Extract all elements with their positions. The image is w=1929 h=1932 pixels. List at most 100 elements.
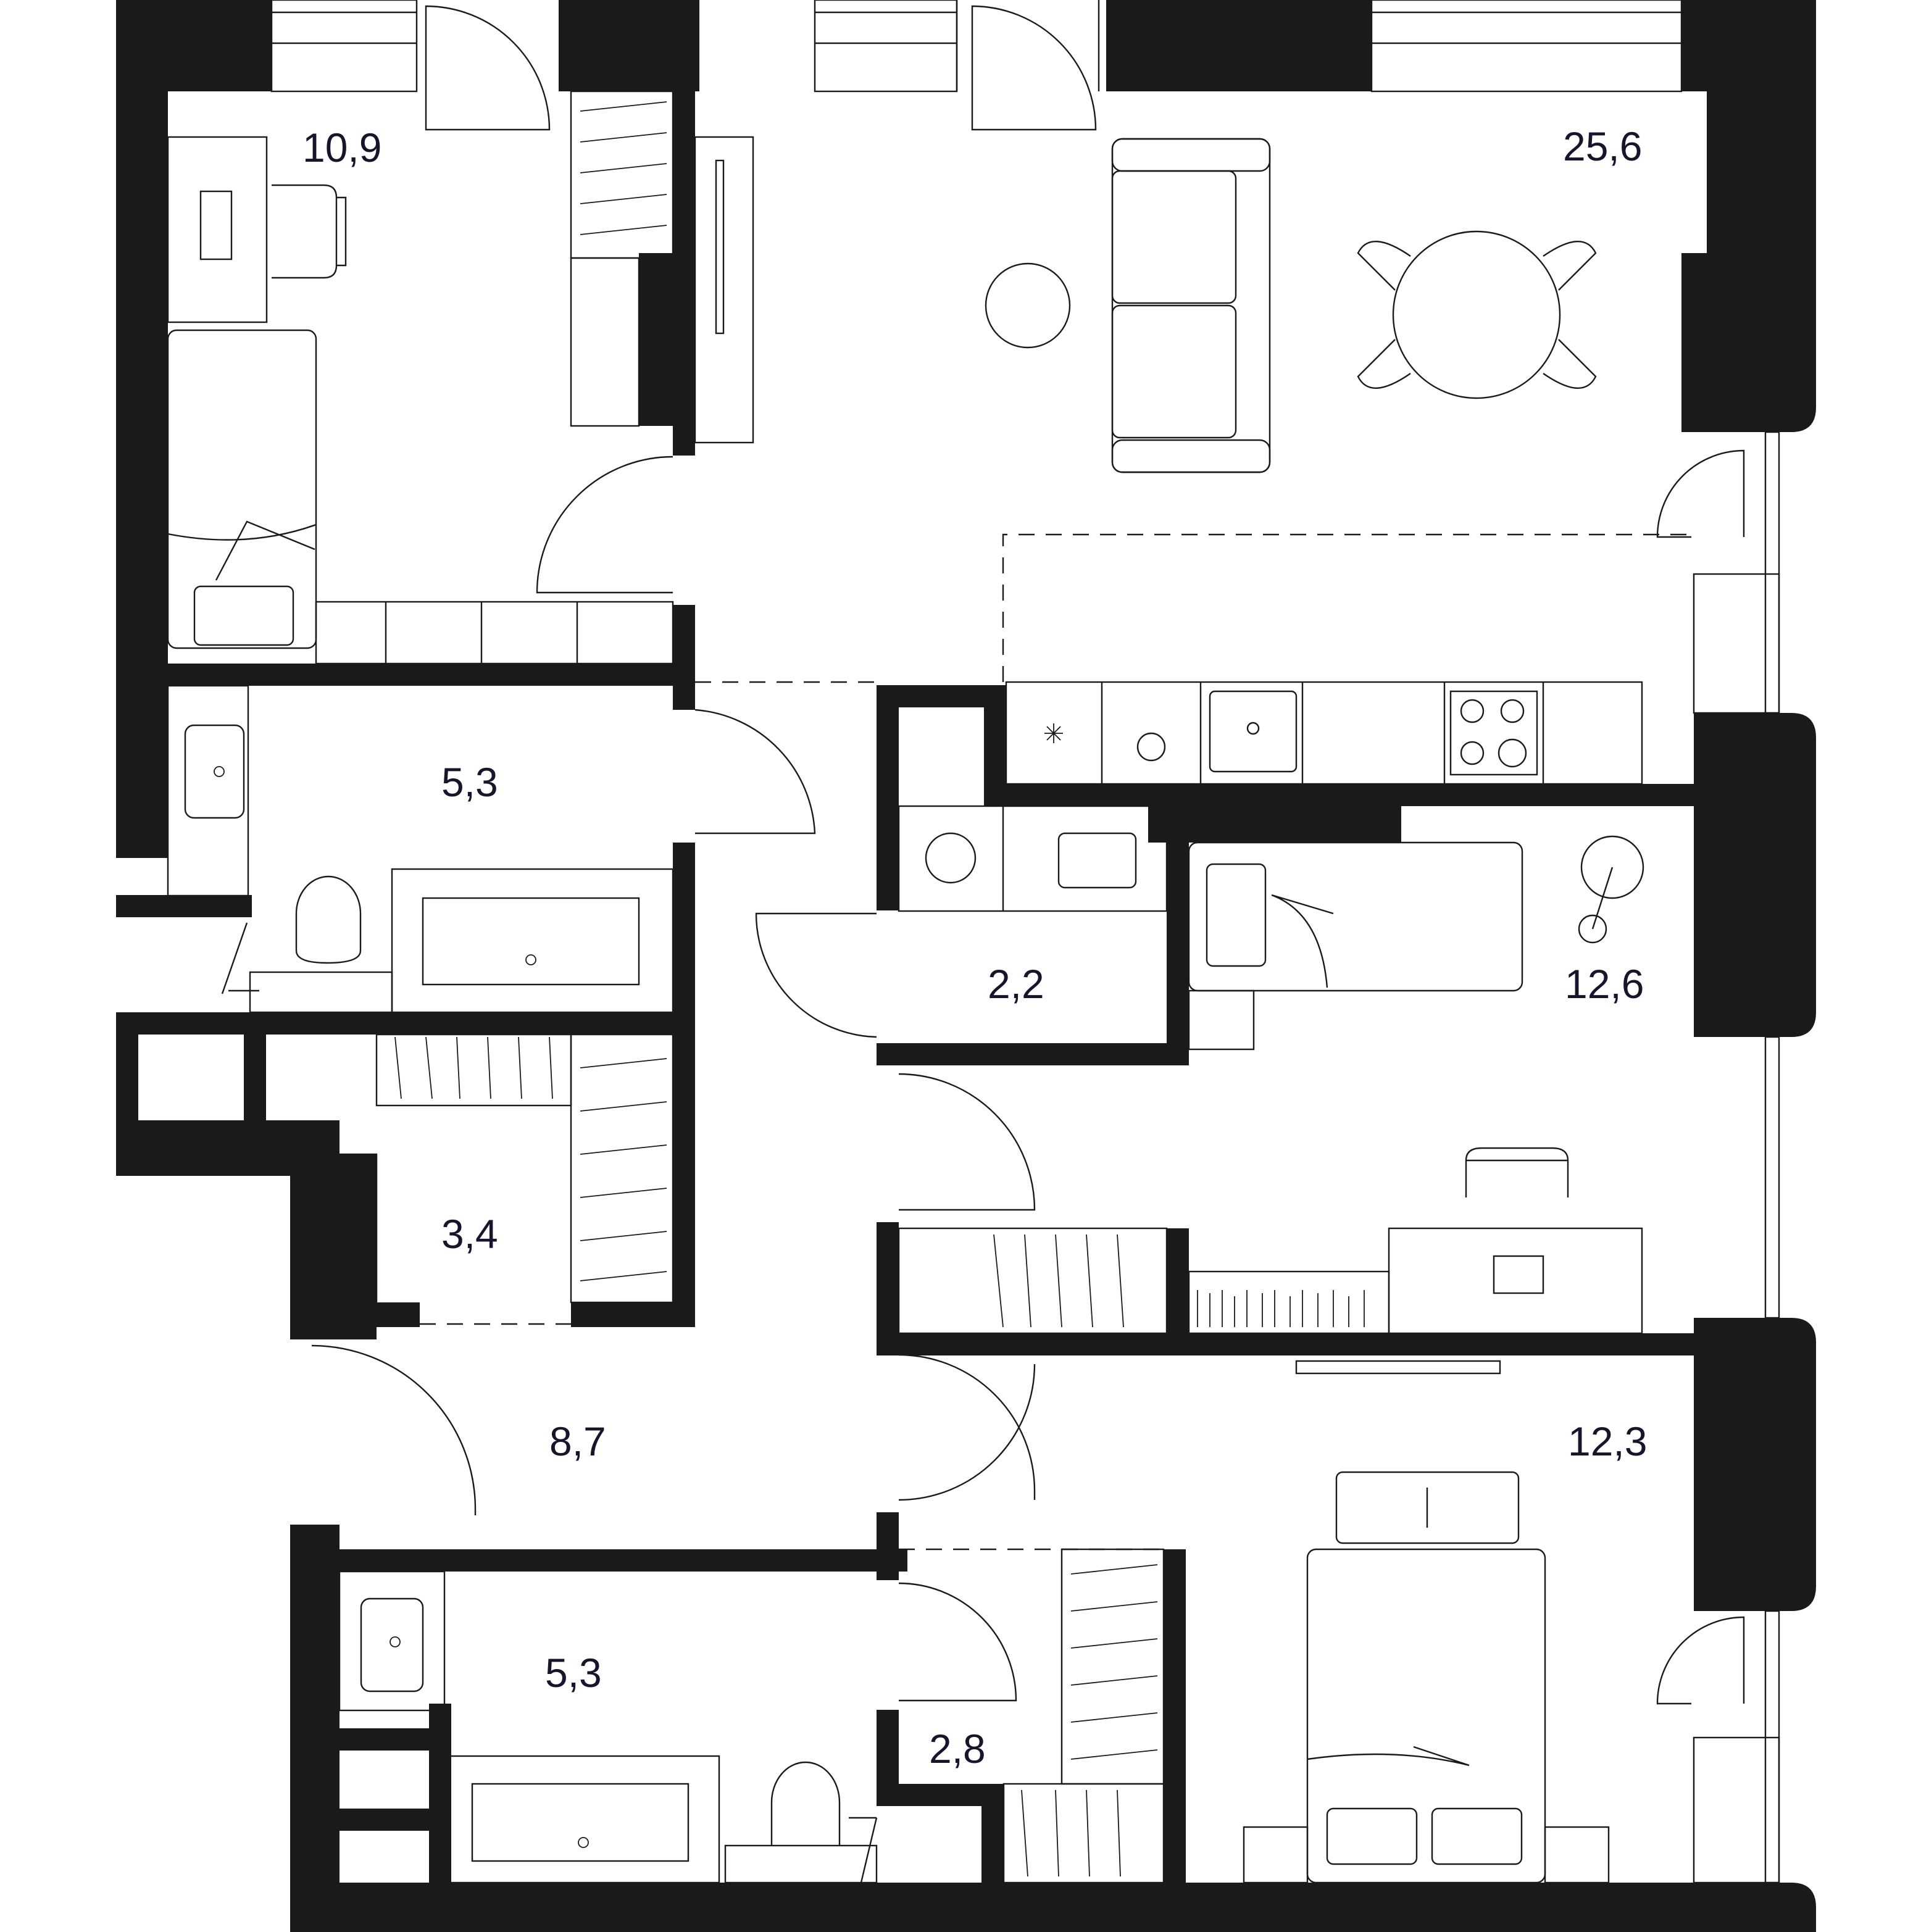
vanity-icon	[167, 685, 249, 897]
room-area-bedroom-e: 12,6	[1565, 961, 1644, 1007]
tv-icon	[1295, 1360, 1501, 1375]
toilet-tank	[249, 971, 393, 1014]
bedroom-e-furniture	[898, 835, 1644, 1334]
wall	[673, 605, 695, 710]
wall	[290, 1525, 340, 1932]
nightstand-icon	[1243, 1826, 1309, 1884]
bed-icon	[1306, 1548, 1546, 1884]
window-icon	[1764, 431, 1780, 714]
faucet-icon	[1136, 732, 1166, 762]
room-area-bathroom-1: 5,3	[441, 759, 498, 805]
wall	[877, 685, 899, 910]
shelf-icon	[315, 601, 674, 665]
room-area-wardrobe-2: 2,8	[929, 1726, 986, 1772]
room-area-living-kitchen: 25,6	[1563, 123, 1642, 169]
wall	[290, 1549, 907, 1572]
wall	[116, 1012, 695, 1035]
wall	[1164, 1549, 1186, 1932]
windows	[270, 0, 1780, 1884]
room-area-bathroom-2: 5,3	[545, 1650, 602, 1696]
bathroom-1-furniture	[167, 685, 674, 1014]
bed-icon	[1188, 841, 1523, 992]
desk-icon	[167, 136, 268, 323]
door-icon	[694, 709, 816, 835]
wall	[877, 1333, 1694, 1355]
vanity-icon	[338, 1570, 446, 1712]
door-icon	[221, 922, 259, 994]
wall	[1167, 1228, 1189, 1339]
wall	[673, 91, 695, 456]
chair-icon	[1465, 1147, 1569, 1197]
snowflake-icon	[1044, 723, 1063, 743]
bed-icon	[167, 329, 317, 649]
wall	[673, 1012, 695, 1327]
bookshelf-icon	[1188, 1270, 1390, 1334]
bedroom-se-furniture	[1243, 1360, 1610, 1884]
toilet-icon	[295, 875, 362, 964]
wardrobe-1-furniture	[338, 1033, 674, 1304]
sofa-icon	[1111, 138, 1271, 473]
monitor-icon	[199, 190, 233, 260]
bathroom-2-furniture	[338, 1548, 1165, 1884]
wall	[559, 0, 699, 91]
door-icon	[311, 1344, 477, 1515]
wall	[116, 0, 168, 858]
sink-icon	[1209, 690, 1298, 773]
door-icon	[1656, 1616, 1745, 1705]
door-icon	[898, 1073, 1036, 1211]
doors	[221, 5, 1745, 1883]
wall	[244, 1012, 266, 1136]
wall	[1694, 713, 1816, 1037]
nightstand-icon	[1544, 1826, 1610, 1884]
toilet-icon	[770, 1761, 841, 1846]
stove-icon	[1449, 690, 1538, 776]
window-icon	[1693, 573, 1780, 714]
wall	[877, 1784, 988, 1806]
sink-icon	[1057, 832, 1137, 889]
wall	[877, 1512, 899, 1580]
room-area-bedroom-se: 12,3	[1568, 1418, 1647, 1464]
nightstand-icon	[1188, 989, 1255, 1051]
blanket-icon	[1271, 894, 1334, 988]
wall	[984, 685, 1006, 802]
door-icon	[898, 1354, 1036, 1501]
coffee-table-icon	[985, 262, 1071, 349]
walls	[116, 0, 1816, 1932]
wall	[116, 1012, 138, 1136]
room-area-wardrobe-1: 3,4	[441, 1211, 498, 1257]
window-icon	[270, 0, 418, 93]
bench-icon	[1335, 1471, 1520, 1544]
wall	[1167, 843, 1189, 1046]
chair-icon	[272, 184, 347, 279]
lamp-icon	[1580, 835, 1644, 899]
laptop-icon	[1493, 1255, 1544, 1294]
wall	[290, 1883, 1816, 1932]
wall	[877, 1222, 899, 1343]
wall	[116, 895, 252, 917]
pillow-icon	[193, 585, 294, 646]
door-icon	[1656, 449, 1745, 538]
bedroom-nw-furniture	[167, 90, 674, 665]
cabinet-icon	[570, 257, 640, 427]
laundry-counter-icon	[898, 805, 1168, 912]
door-icon	[898, 1582, 1017, 1702]
wardrobe-icon	[1060, 1548, 1165, 1785]
sink-icon	[184, 724, 245, 819]
pillow-icon	[1206, 863, 1267, 967]
blanket-icon	[167, 520, 317, 581]
wardrobe-icon	[570, 90, 674, 259]
living-furniture	[694, 136, 1597, 473]
tv-stand-icon	[694, 136, 754, 444]
window-icon	[1764, 1036, 1780, 1319]
window-icon	[814, 0, 958, 93]
window-icon	[1693, 1736, 1780, 1884]
wall	[1148, 784, 1401, 843]
wall	[290, 1148, 340, 1339]
bathtub-icon	[391, 868, 674, 1014]
room-area-laundry: 2,2	[988, 961, 1044, 1007]
area-labels: 10,9 25,6 5,3 2,2 12,6 3,4 8,7 12,3 5,3 …	[302, 123, 1647, 1772]
wall	[1106, 0, 1372, 91]
door-icon	[849, 1817, 878, 1883]
washing-machine-icon	[925, 832, 977, 884]
